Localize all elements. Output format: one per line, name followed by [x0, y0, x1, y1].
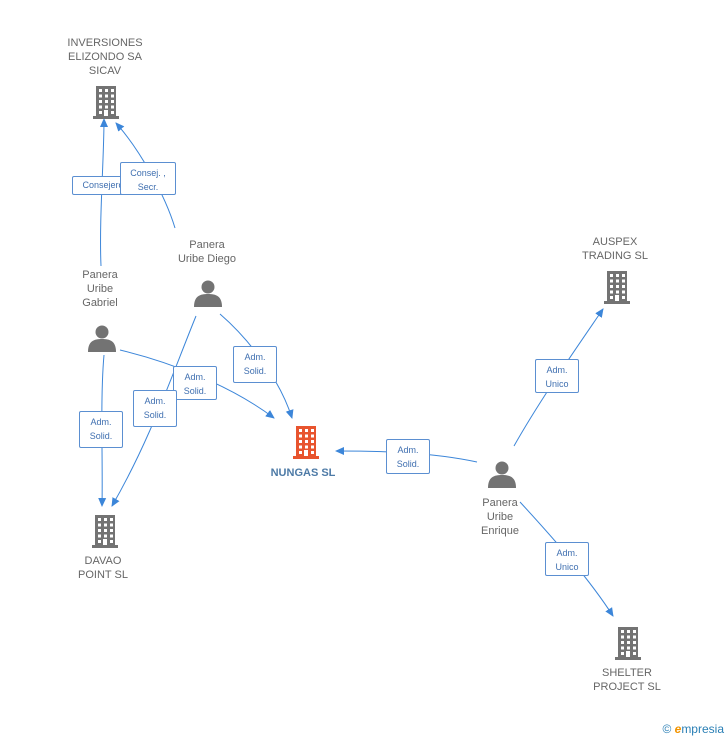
- brand-name: mpresia: [681, 722, 724, 736]
- node-label-inversiones[interactable]: INVERSIONES ELIZONDO SA SICAV: [67, 36, 142, 78]
- person-icon: [194, 280, 222, 307]
- edge-label-line: Consej. ,: [130, 168, 166, 178]
- node-label-line: Uribe Diego: [177, 253, 237, 265]
- node-label-line: Enrique: [481, 525, 519, 537]
- node-label-line: AUSPEX: [592, 236, 638, 248]
- node-shelter[interactable]: [615, 627, 641, 660]
- node-label-line: PROJECT SL: [593, 681, 661, 693]
- node-label-line: Panera: [189, 239, 225, 251]
- node-panera_gabriel[interactable]: [88, 325, 116, 353]
- node-label-line: TRADING SL: [581, 250, 649, 262]
- node-nungas[interactable]: [293, 426, 319, 459]
- building-icon: [293, 426, 319, 459]
- edge-label-panera_enrique-to-nungas[interactable]: Adm. Solid.: [386, 439, 430, 474]
- edge-label-line: Secr.: [137, 182, 159, 192]
- brand-initial: e: [674, 722, 682, 736]
- building-icon: [93, 86, 119, 119]
- edge-label-line: Adm.: [244, 352, 266, 362]
- node-label-line: Panera: [82, 269, 118, 281]
- edge-label-line: Adm.: [184, 372, 206, 382]
- edge-label-panera_gabriel-to-davao[interactable]: Adm. Solid.: [79, 411, 123, 448]
- edge-label-line: Adm.: [90, 417, 112, 427]
- edge-label-panera_diego-to-davao[interactable]: Adm. Solid.: [133, 390, 177, 427]
- node-davao[interactable]: [92, 515, 118, 548]
- node-label-line: DAVAO: [84, 555, 122, 567]
- edge-label-line: Adm.: [546, 365, 568, 375]
- person-icon: [88, 325, 116, 352]
- edge-label-line: Adm.: [397, 445, 419, 455]
- edge-label-line: Consejero: [82, 180, 124, 190]
- node-label-line: NUNGAS SL: [270, 467, 336, 479]
- edge-label-line: Unico: [555, 562, 579, 572]
- edge-label-line: Solid.: [183, 386, 207, 396]
- edge-label-panera_diego-to-nungas[interactable]: Adm. Solid.: [233, 346, 277, 383]
- edge-label-panera_gabriel-to-nungas[interactable]: Adm. Solid.: [173, 366, 217, 400]
- node-label-line: SHELTER: [602, 667, 652, 679]
- edge-label-line: Adm.: [556, 548, 578, 558]
- edge-label-panera_diego-to-inversiones[interactable]: Consej. , Secr.: [120, 162, 176, 195]
- node-label-line: INVERSIONES: [67, 37, 143, 49]
- edge-label-line: Solid.: [89, 431, 113, 441]
- edge-label-panera_enrique-to-shelter[interactable]: Adm. Unico: [545, 542, 589, 576]
- node-label-auspex[interactable]: AUSPEX TRADING SL: [582, 235, 648, 263]
- node-label-line: Panera: [482, 497, 518, 509]
- edge-label-line: Adm.: [144, 396, 166, 406]
- node-label-line: POINT SL: [78, 569, 128, 581]
- node-label-line: SICAV: [88, 65, 122, 77]
- node-label-line: Gabriel: [82, 297, 118, 309]
- building-icon: [604, 271, 630, 304]
- edge-label-line: Unico: [545, 379, 569, 389]
- building-icon: [615, 627, 641, 660]
- copyright-symbol: ©: [662, 722, 672, 736]
- node-label-line: Uribe: [86, 283, 114, 295]
- node-label-davao[interactable]: DAVAO POINT SL: [78, 554, 128, 582]
- edge-label-line: Solid.: [396, 459, 420, 469]
- node-label-line: Uribe: [486, 511, 514, 523]
- node-panera_diego[interactable]: [194, 280, 222, 308]
- edge-label-line: Solid.: [143, 410, 167, 420]
- node-panera_enrique[interactable]: [488, 461, 516, 489]
- edge-label-line: Solid.: [243, 366, 267, 376]
- nodes-layer: [88, 86, 641, 660]
- empresia-logo[interactable]: © empresia: [662, 722, 724, 736]
- edge-label-panera_enrique-to-auspex[interactable]: Adm. Unico: [535, 359, 579, 393]
- building-icon: [92, 515, 118, 548]
- node-inversiones[interactable]: [93, 86, 119, 119]
- node-label-line: ELIZONDO SA: [68, 51, 142, 63]
- node-label-nungas[interactable]: NUNGAS SL: [271, 466, 336, 480]
- node-auspex[interactable]: [604, 271, 630, 304]
- node-label-shelter[interactable]: SHELTER PROJECT SL: [593, 666, 661, 694]
- person-icon: [488, 461, 516, 488]
